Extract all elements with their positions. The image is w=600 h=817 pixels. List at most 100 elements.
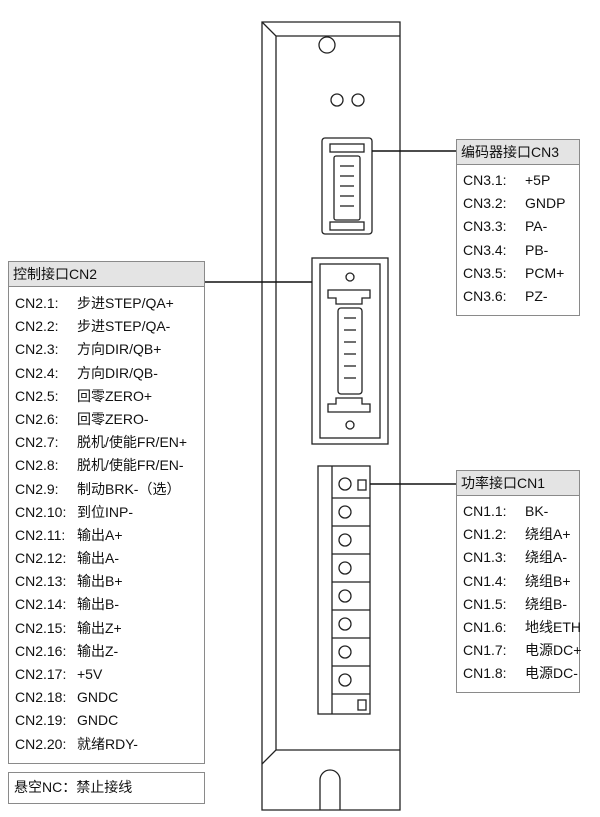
cn1-pin-row: CN1.2: 绕组A+ bbox=[463, 523, 579, 546]
cn1-pin-desc: 绕组A- bbox=[525, 549, 567, 566]
cn3-pin-row: CN3.5:PCM+ bbox=[463, 262, 579, 285]
cn3-pin-row: CN3.1: +5P bbox=[463, 169, 579, 192]
cn2-pin-row: CN2.17: +5V bbox=[15, 663, 204, 686]
led-indicator-2 bbox=[351, 93, 365, 107]
cn2-pin-row: CN2.20:就绪RDY- bbox=[15, 733, 204, 756]
cn2-pin-desc: 输出B- bbox=[77, 596, 119, 613]
cn3-pin-row: CN3.2: GNDP bbox=[463, 192, 579, 215]
cn2-pin-row: CN2.1: 步进STEP/QA+ bbox=[15, 292, 204, 315]
cn2-pin-id: CN2.11: bbox=[15, 526, 66, 543]
cn2-pin-row: CN2.3:方向DIR/QB+ bbox=[15, 338, 204, 361]
cn2-pin-id: CN2.9: bbox=[15, 480, 59, 497]
cn2-pin-desc: 输出Z- bbox=[77, 642, 119, 659]
cn1-pin-desc: 绕组B+ bbox=[525, 572, 571, 589]
nc-note: 悬空NC：禁止接线 bbox=[8, 772, 205, 804]
cn2-pin-row: CN2.18:GNDC bbox=[15, 686, 204, 709]
cn2-pin-id: CN2.17: bbox=[15, 666, 67, 682]
cn2-pin-desc: 步进STEP/QA+ bbox=[77, 295, 174, 311]
cn2-pin-row: CN2.7: 脱机/使能FR/EN+ bbox=[15, 431, 204, 454]
cn2-pin-desc: 脱机/使能FR/EN- bbox=[77, 457, 184, 474]
cn2-pin-row: CN2.14: 输出B- bbox=[15, 593, 204, 616]
cn1-pin-panel: CN1.1:BK-CN1.2:绕组A+CN1.3:绕组A-CN1.4:绕组B+C… bbox=[456, 495, 582, 693]
cn2-pin-row: CN2.2: 步进STEP/QA- bbox=[15, 315, 204, 338]
cn2-pin-row: CN2.11: 输出A+ bbox=[15, 524, 204, 547]
cn2-pin-row: CN2.15:输出Z+ bbox=[15, 617, 204, 640]
cn1-pin-id: CN1.6: bbox=[463, 618, 507, 635]
cn3-pin-row: CN3.6: PZ- bbox=[463, 285, 579, 308]
cn2-pin-desc: 回零ZERO- bbox=[77, 410, 149, 427]
cn3-pin-id: CN3.6: bbox=[463, 287, 507, 304]
cn1-pin-desc: 电源DC+ bbox=[525, 642, 582, 659]
cn2-pin-id: CN2.13: bbox=[15, 573, 67, 590]
cn1-pin-id: CN1.4: bbox=[463, 572, 507, 589]
cn1-pin-row: CN1.8: 电源DC- bbox=[463, 662, 579, 685]
cn2-pin-id: CN2.2: bbox=[15, 318, 59, 335]
cn2-pin-desc: 输出Z+ bbox=[77, 619, 122, 636]
cn3-pin-desc: GNDP bbox=[525, 195, 566, 212]
cn3-pin-id: CN3.5: bbox=[463, 264, 507, 281]
cn2-pin-desc: 回零ZERO+ bbox=[77, 387, 153, 404]
cn1-pin-row: CN1.4: 绕组B+ bbox=[463, 570, 579, 593]
cn1-pin-id: CN1.2: bbox=[463, 526, 507, 543]
cn2-pin-panel: CN2.1: 步进STEP/QA+ CN2.2: 步进STEP/QA- CN2.3:方向… bbox=[8, 286, 205, 764]
cn2-pin-id: CN2.12: bbox=[15, 550, 67, 567]
terminal-screws bbox=[338, 477, 352, 687]
cn2-pin-id: CN2.7: bbox=[15, 434, 59, 451]
cn2-pin-row: CN2.8: 脱机/使能FR/EN- bbox=[15, 454, 204, 477]
cn2-pin-id: CN2.16: bbox=[15, 642, 67, 659]
cn3-pin-desc: PZ- bbox=[525, 287, 548, 304]
cn1-pin-id: CN1.3: bbox=[463, 549, 507, 566]
cn2-pin-row: CN2.19: GNDC bbox=[15, 709, 204, 732]
cn1-pin-id: CN1.1: bbox=[463, 503, 507, 519]
cn2-pin-desc: 输出B+ bbox=[77, 573, 123, 590]
cn3-pin-row: CN3.3:PA- bbox=[463, 215, 579, 238]
led-indicator-1 bbox=[330, 93, 344, 107]
cn2-pin-desc: 到位INP- bbox=[77, 503, 133, 520]
cn2-pin-id: CN2.4: bbox=[15, 364, 59, 381]
cn1-pin-row: CN1.6:地线ETH bbox=[463, 616, 581, 639]
top-mounting-hole bbox=[318, 36, 336, 54]
cn2-pin-desc: +5V bbox=[77, 666, 103, 682]
cn1-pin-row: CN1.7: 电源DC+ bbox=[463, 639, 582, 662]
cn2-pin-desc: 脱机/使能FR/EN+ bbox=[77, 434, 188, 451]
cn2-title: 控制接口CN2 bbox=[8, 261, 205, 287]
cn2-pin-id: CN2.19: bbox=[15, 712, 67, 729]
cn1-pin-desc: 绕组A+ bbox=[525, 526, 571, 543]
cn2-pin-desc: 输出A+ bbox=[77, 526, 123, 543]
cn3-connector bbox=[321, 137, 373, 235]
cn2-pin-row: CN2.9: 制动BRK-（选） bbox=[15, 478, 204, 501]
cn2-pin-desc: 步进STEP/QA- bbox=[77, 318, 171, 335]
cn2-pin-desc: GNDC bbox=[77, 712, 119, 729]
cn1-pin-id: CN1.8: bbox=[463, 665, 507, 682]
cn2-pin-desc: 方向DIR/QB- bbox=[77, 364, 158, 381]
cn1-pin-id: CN1.7: bbox=[463, 642, 507, 659]
cn2-connector bbox=[311, 257, 389, 445]
cn1-pin-desc: 电源DC- bbox=[525, 665, 578, 682]
cn2-pin-row: CN2.12: 输出A- bbox=[15, 547, 204, 570]
cn2-pin-desc: 输出A- bbox=[77, 550, 119, 567]
cn3-pin-id: CN3.1: bbox=[463, 172, 507, 188]
cn2-pin-row: CN2.13: 输出B+ bbox=[15, 570, 204, 593]
cn2-pin-id: CN2.8: bbox=[15, 457, 59, 474]
bottom-mounting-slot bbox=[319, 769, 341, 810]
cn2-pin-desc: 方向DIR/QB+ bbox=[77, 341, 162, 358]
cn1-connector bbox=[317, 465, 371, 715]
cn3-pin-id: CN3.2: bbox=[463, 195, 507, 212]
cn2-pin-id: CN2.6: bbox=[15, 410, 59, 427]
cn3-pin-id: CN3.4: bbox=[463, 241, 507, 258]
cn2-pin-id: CN2.14: bbox=[15, 596, 67, 613]
cn2-pin-row: CN2.16: 输出Z- bbox=[15, 640, 204, 663]
cn2-pin-id: CN2.5: bbox=[15, 387, 59, 404]
cn2-pin-desc: 制动BRK-（选） bbox=[77, 480, 181, 497]
cn2-pin-row: CN2.6: 回零ZERO- bbox=[15, 408, 204, 431]
cn1-pin-desc: BK- bbox=[525, 503, 549, 519]
cn2-pin-id: CN2.1: bbox=[15, 295, 59, 311]
cn2-pin-row: CN2.10:到位INP- bbox=[15, 501, 204, 524]
cn3-pin-desc: +5P bbox=[525, 172, 551, 188]
panel-bevel bbox=[261, 21, 277, 765]
cn3-pin-desc: PB- bbox=[525, 241, 549, 258]
cn2-pin-row: CN2.4: 方向DIR/QB- bbox=[15, 362, 204, 385]
cn2-pin-row: CN2.5: 回零ZERO+ bbox=[15, 385, 204, 408]
cn3-pin-desc: PA- bbox=[525, 218, 548, 235]
